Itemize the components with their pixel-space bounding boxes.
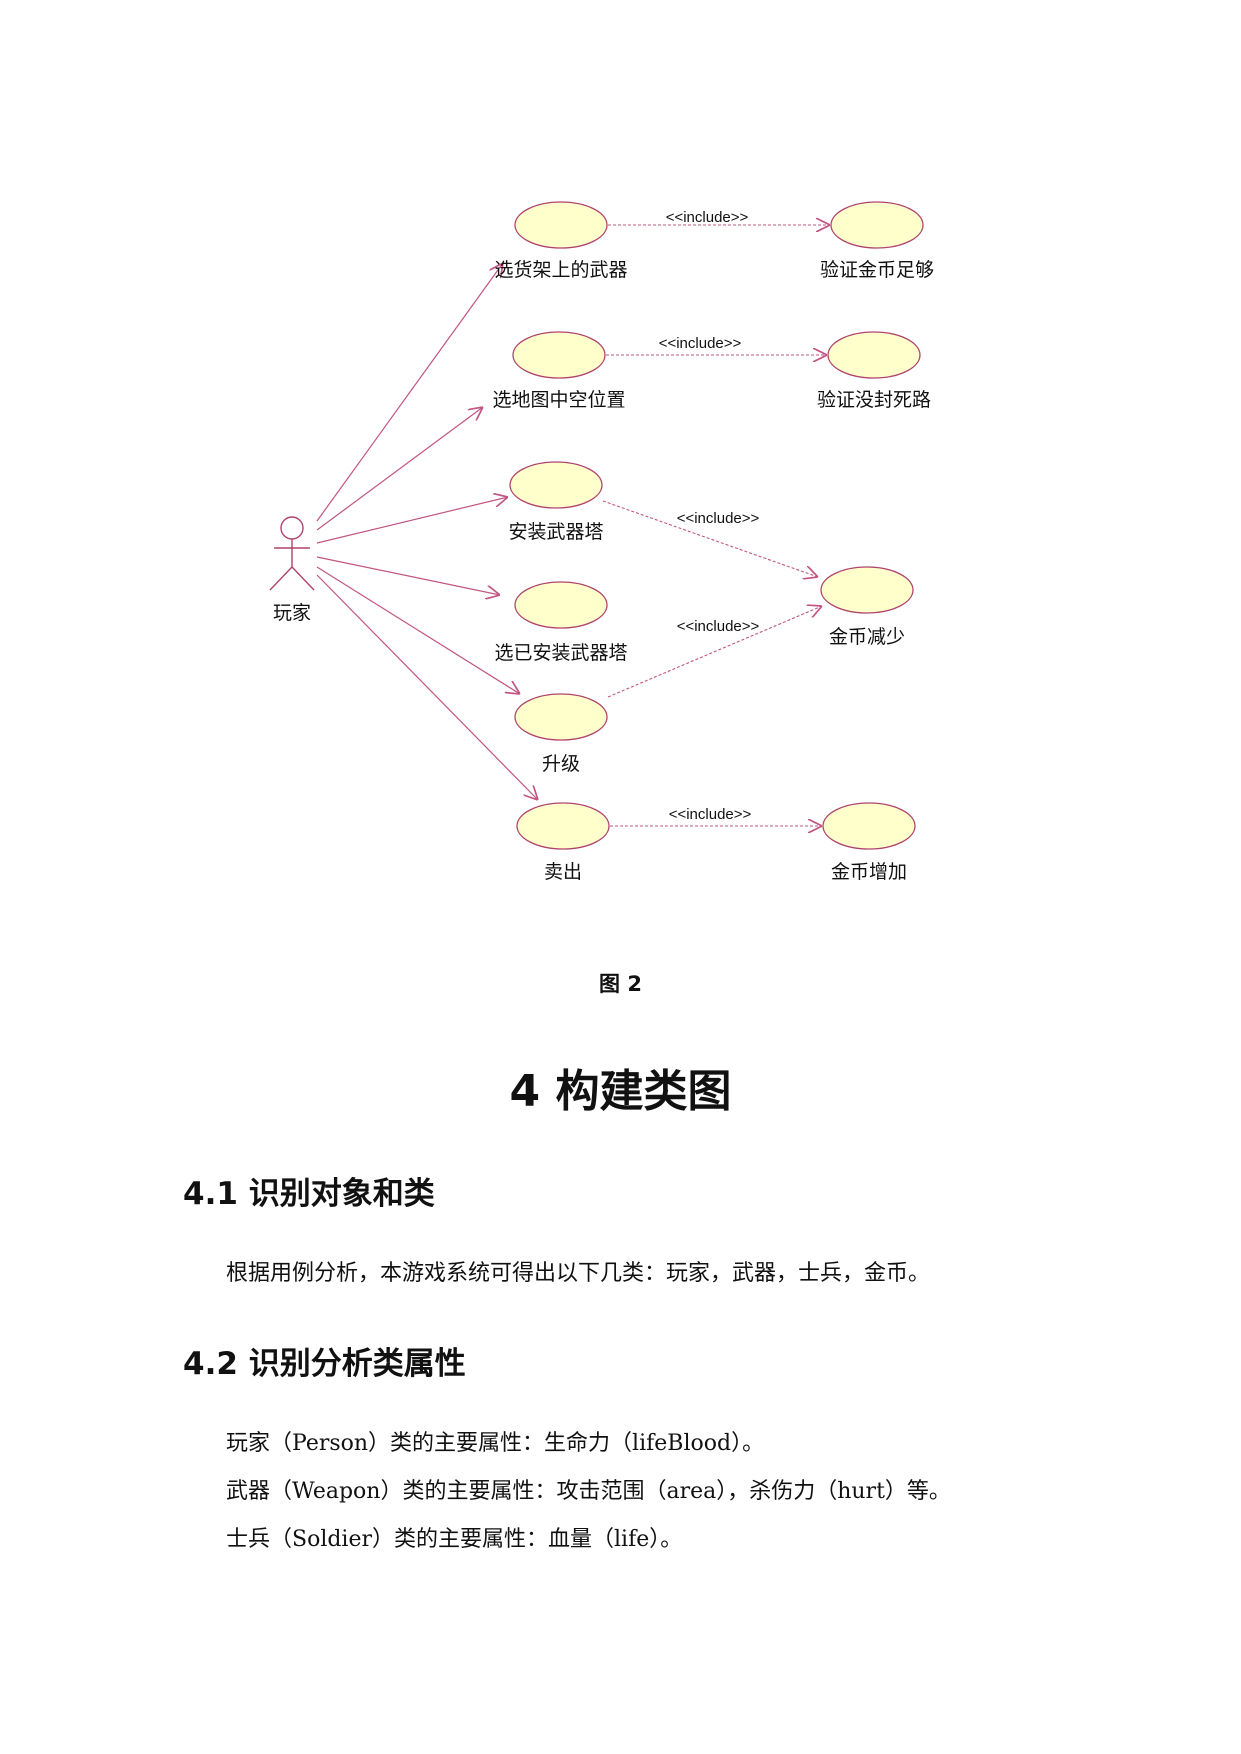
include-uc5-uc6 — [602, 500, 818, 577]
stereo-include-1: <<include>> — [666, 209, 749, 226]
use-case-uc7 — [514, 581, 608, 629]
use-case-uc9-label: 卖出 — [544, 861, 582, 883]
use-case-uc8 — [514, 693, 608, 741]
assoc-uc9 — [316, 574, 538, 800]
use-case-uc6 — [820, 566, 914, 614]
use-case-uc7-label: 选已安装武器塔 — [494, 642, 627, 664]
use-case-uc5-label: 安装武器塔 — [508, 521, 603, 543]
use-case-uc10 — [822, 802, 916, 850]
assoc-uc8 — [316, 566, 520, 694]
use-case-uc1 — [514, 201, 608, 249]
assoc-uc3 — [316, 407, 483, 531]
stereo-include-3: <<include>> — [677, 510, 760, 527]
attribute-line-weapon: 武器（Weapon）类的主要属性：攻击范围（area），杀伤力（hurt）等。 — [226, 1479, 951, 1504]
attribute-line-person: 玩家（Person）类的主要属性：生命力（lifeBlood）。 — [226, 1431, 765, 1456]
use-case-uc4 — [827, 331, 921, 379]
use-case-uc5 — [509, 461, 603, 509]
stereo-include-5: <<include>> — [669, 806, 752, 823]
use-case-uc8-label: 升级 — [542, 753, 580, 775]
actor-label: 玩家 — [273, 602, 311, 624]
use-case-uc10-label: 金币增加 — [831, 861, 907, 883]
use-case-uc6-label: 金币减少 — [829, 626, 905, 648]
figure-caption: 图 2 — [599, 972, 642, 996]
stereo-include-2: <<include>> — [659, 335, 742, 352]
include-uc8-uc6 — [607, 606, 822, 698]
use-case-uc1-label: 选货架上的武器 — [494, 259, 627, 281]
assoc-uc7 — [316, 556, 500, 595]
use-case-uc3 — [512, 331, 606, 379]
stereo-include-4: <<include>> — [677, 618, 760, 635]
subsection-4-2-heading: 4.2 识别分析类属性 — [183, 1346, 466, 1382]
subsection-4-1-text: 根据用例分析，本游戏系统可得出以下几类：玩家，武器，士兵，金币。 — [226, 1261, 931, 1286]
use-case-uc2-label: 验证金币足够 — [820, 259, 934, 281]
use-case-uc2 — [830, 201, 924, 249]
use-case-diagram: 玩家 <<include>> <<include>> <<include>> <… — [269, 201, 934, 883]
use-case-uc9 — [516, 802, 610, 850]
subsection-4-1-heading: 4.1 识别对象和类 — [183, 1176, 435, 1212]
actor-player — [269, 516, 315, 591]
use-case-uc4-label: 验证没封死路 — [817, 389, 931, 411]
assoc-uc1 — [316, 263, 503, 522]
use-case-uc3-label: 选地图中空位置 — [492, 389, 625, 411]
section-title: 4 构建类图 — [509, 1066, 732, 1117]
attribute-line-soldier: 士兵（Soldier）类的主要属性：血量（life）。 — [226, 1527, 683, 1552]
assoc-uc5 — [316, 497, 508, 544]
